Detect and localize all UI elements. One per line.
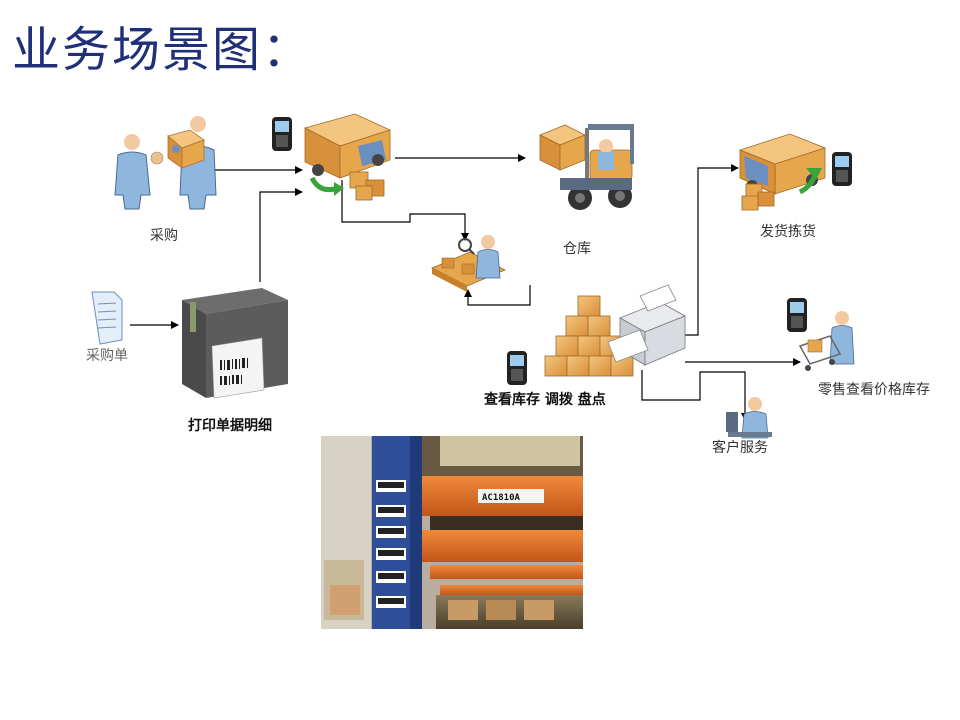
truck-to-inspection-line [341, 180, 469, 241]
warehouse-forklift-icon [539, 124, 634, 210]
shipping-picking-label: 发货拣货 [760, 223, 816, 240]
purchase-label: 采购 [150, 228, 178, 244]
page-title: 业务场景图： [12, 22, 313, 78]
label-printer-icon [607, 284, 686, 366]
shipping-truck-icon [738, 133, 827, 211]
retail-query-label: 零售查看价格库存 [818, 382, 930, 398]
printer-to-truck-line [259, 188, 303, 282]
handheld-scanner-icon [832, 152, 852, 186]
customer-service-label: 客户服务 [712, 439, 768, 456]
customer-service-icon [726, 397, 772, 439]
inventory-ops-label: 查看库存 调拨 盘点 [484, 391, 606, 408]
handheld-scanner-icon [787, 298, 807, 332]
warehouse-label: 仓库 [563, 241, 591, 257]
purchase-people-icon [114, 116, 217, 210]
retail-cart-icon [798, 311, 855, 371]
print-details-label: 打印单据明细 [188, 417, 272, 434]
purchase-order-label: 采购单 [86, 348, 128, 364]
inventory-to-inspection-line [464, 285, 531, 306]
flow-connectors [130, 154, 801, 421]
barcode-printer-icon [182, 288, 288, 399]
handheld-scanner-icon [272, 117, 292, 151]
rack-location-label: AC1810A [482, 493, 521, 503]
printer-to-shipping-line [685, 164, 739, 336]
inventory-box-stack-icon [544, 295, 634, 377]
handheld-scanner-icon [507, 351, 527, 385]
purchase-order-document-icon [91, 291, 123, 345]
printer-to-service-line [641, 370, 749, 421]
warehouse-rack-photo: AC1810A [321, 436, 583, 629]
inspection-conveyor-icon [431, 235, 506, 292]
receiving-truck-icon [303, 113, 392, 201]
